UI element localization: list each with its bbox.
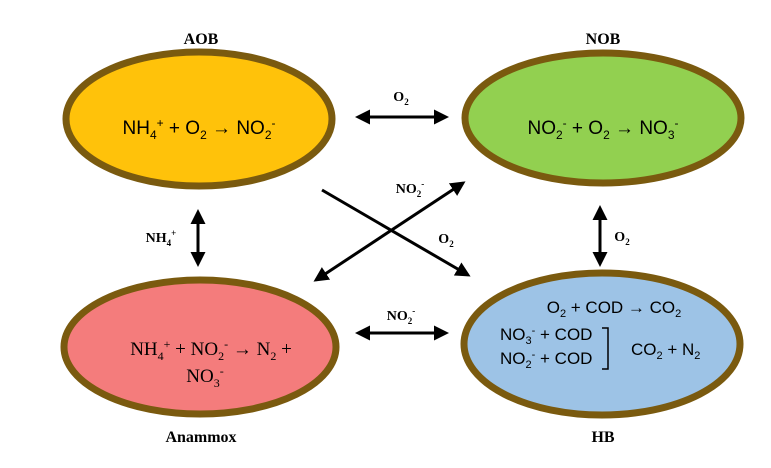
cross-hb-label: O2 [438, 232, 454, 249]
nob-hb-label: O2 [614, 230, 630, 247]
nob-reaction: NO2- + O2 → NO3- [527, 116, 678, 142]
anammox-reaction-line1: NH4+ + NO2- → N2 + [130, 337, 292, 363]
hb-ellipse [460, 269, 744, 419]
nob-title: NOB [586, 31, 621, 48]
anammox-reaction-line2: NO3- [186, 364, 223, 390]
anammox-title: Anammox [165, 429, 236, 446]
hb-reaction-no3: NO3- + COD [500, 325, 592, 347]
anammox-ellipse [60, 276, 340, 418]
hb-bracket [602, 327, 609, 370]
anammox-nob-arrow [313, 181, 466, 282]
hb-product: CO2 + N2 [631, 340, 700, 362]
cross-nob-label: NO2- [396, 179, 425, 199]
aob-reaction: NH4+ + O2 → NO2- [122, 116, 275, 142]
aob-title: AOB [184, 31, 219, 48]
aob-anammox-label: NH4+ [146, 228, 177, 248]
nob-ellipse [461, 49, 745, 187]
hb-reaction-no2: NO2- + COD [500, 349, 592, 371]
aob-ellipse [62, 48, 336, 190]
hb-reaction-o2: O2 + COD → CO2 [547, 298, 682, 320]
aob-nob-label: O2 [393, 90, 409, 107]
anammox-hb-label: NO2- [387, 306, 416, 326]
hb-title: HB [591, 429, 614, 446]
